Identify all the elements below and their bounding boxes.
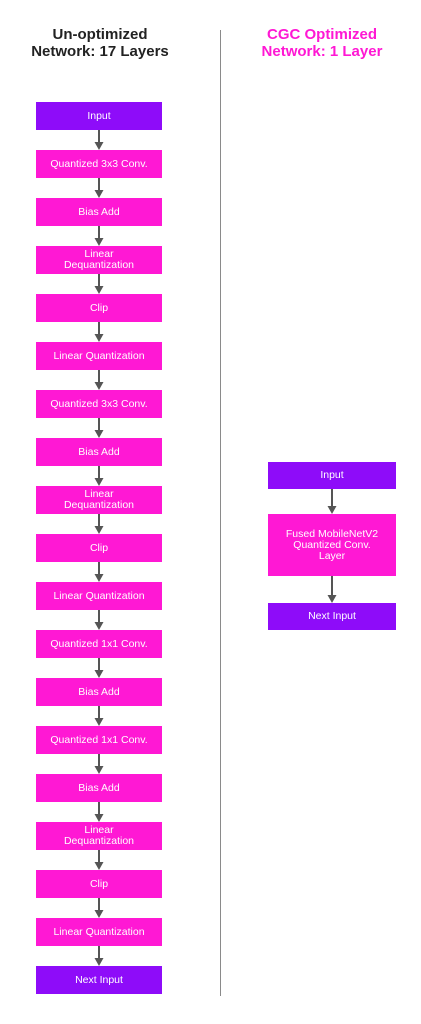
node-label: Linear Dequantization [63,824,135,847]
arrow-head [94,334,104,342]
node-quantized-1x1-conv: Quantized 1x1 Conv. [36,630,162,658]
node-linear-quantization: Linear Quantization [36,582,162,610]
arrow-head [94,622,104,630]
arrow-head [94,382,104,390]
node-bias-add: Bias Add [36,678,162,706]
node-label: Bias Add [78,205,120,218]
node-label: Linear Dequantization [63,248,135,271]
arrow-head [94,670,104,678]
node-label: Next Input [308,610,356,622]
node-linear-quantization: Linear Quantization [36,918,162,946]
node-fused-mobilenetv2-quantized-conv-layer: Fused MobileNetV2 Quantized Conv. Layer [268,514,396,576]
arrow-head [94,286,104,294]
node-linear-dequantization: Linear Dequantization [36,486,162,514]
column-divider [220,30,221,996]
arrow-head [94,718,104,726]
arrow-head [94,142,104,150]
node-label: Linear Dequantization [63,488,135,511]
node-bias-add: Bias Add [36,198,162,226]
arrow-head [94,574,104,582]
node-linear-quantization: Linear Quantization [36,342,162,370]
node-label: Linear Quantization [53,589,145,602]
node-clip: Clip [36,870,162,898]
node-label: Bias Add [78,781,120,794]
arrow-head [94,958,104,966]
node-label: Next Input [75,973,123,986]
arrow-head [94,766,104,774]
node-bias-add: Bias Add [36,438,162,466]
arrow-head [94,190,104,198]
node-clip: Clip [36,294,162,322]
node-label: Linear Quantization [53,349,145,362]
arrow-head [94,814,104,822]
node-label: Clip [89,541,109,554]
node-linear-dequantization: Linear Dequantization [36,246,162,274]
node-quantized-3x3-conv: Quantized 3x3 Conv. [36,390,162,418]
arrow-head [94,862,104,870]
node-label: Bias Add [78,685,120,698]
arrow-head [94,238,104,246]
arrow-head [94,430,104,438]
node-next-input: Next Input [268,603,396,630]
node-label: Clip [89,301,109,314]
arrow-head [94,526,104,534]
node-label: Clip [89,877,109,890]
cgc-optimized-network-title: CGC Optimized Network: 1 Layer [261,26,383,60]
node-quantized-1x1-conv: Quantized 1x1 Conv. [36,726,162,754]
arrow-head [327,595,337,603]
node-bias-add: Bias Add [36,774,162,802]
node-input: Input [268,462,396,489]
node-quantized-3x3-conv: Quantized 3x3 Conv. [36,150,162,178]
arrow-head [94,478,104,486]
node-label: Bias Add [78,445,120,458]
node-label: Quantized 3x3 Conv. [50,397,148,410]
node-label: Fused MobileNetV2 Quantized Conv. Layer [285,527,379,562]
node-label: Input [320,469,344,481]
node-label: Input [87,109,111,122]
node-next-input: Next Input [36,966,162,994]
node-clip: Clip [36,534,162,562]
node-label: Quantized 1x1 Conv. [50,733,148,746]
node-label: Quantized 3x3 Conv. [50,157,148,170]
node-label: Linear Quantization [53,925,145,938]
node-input: Input [36,102,162,130]
arrow-head [327,506,337,514]
node-linear-dequantization: Linear Dequantization [36,822,162,850]
arrow-head [94,910,104,918]
node-label: Quantized 1x1 Conv. [50,637,148,650]
unoptimized-network-title: Un-optimized Network: 17 Layers [31,26,169,60]
